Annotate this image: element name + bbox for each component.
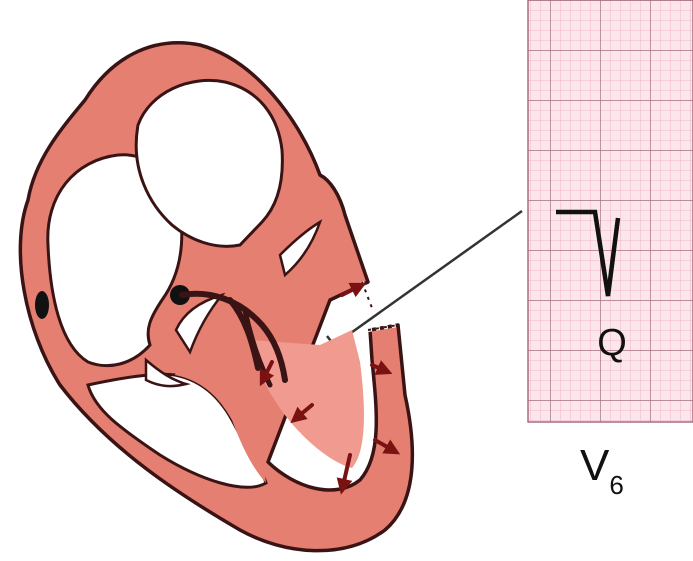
heart	[20, 43, 412, 551]
lead-label: V6	[580, 441, 624, 500]
sa-node	[35, 291, 49, 319]
q-wave-label: Q	[597, 322, 627, 364]
